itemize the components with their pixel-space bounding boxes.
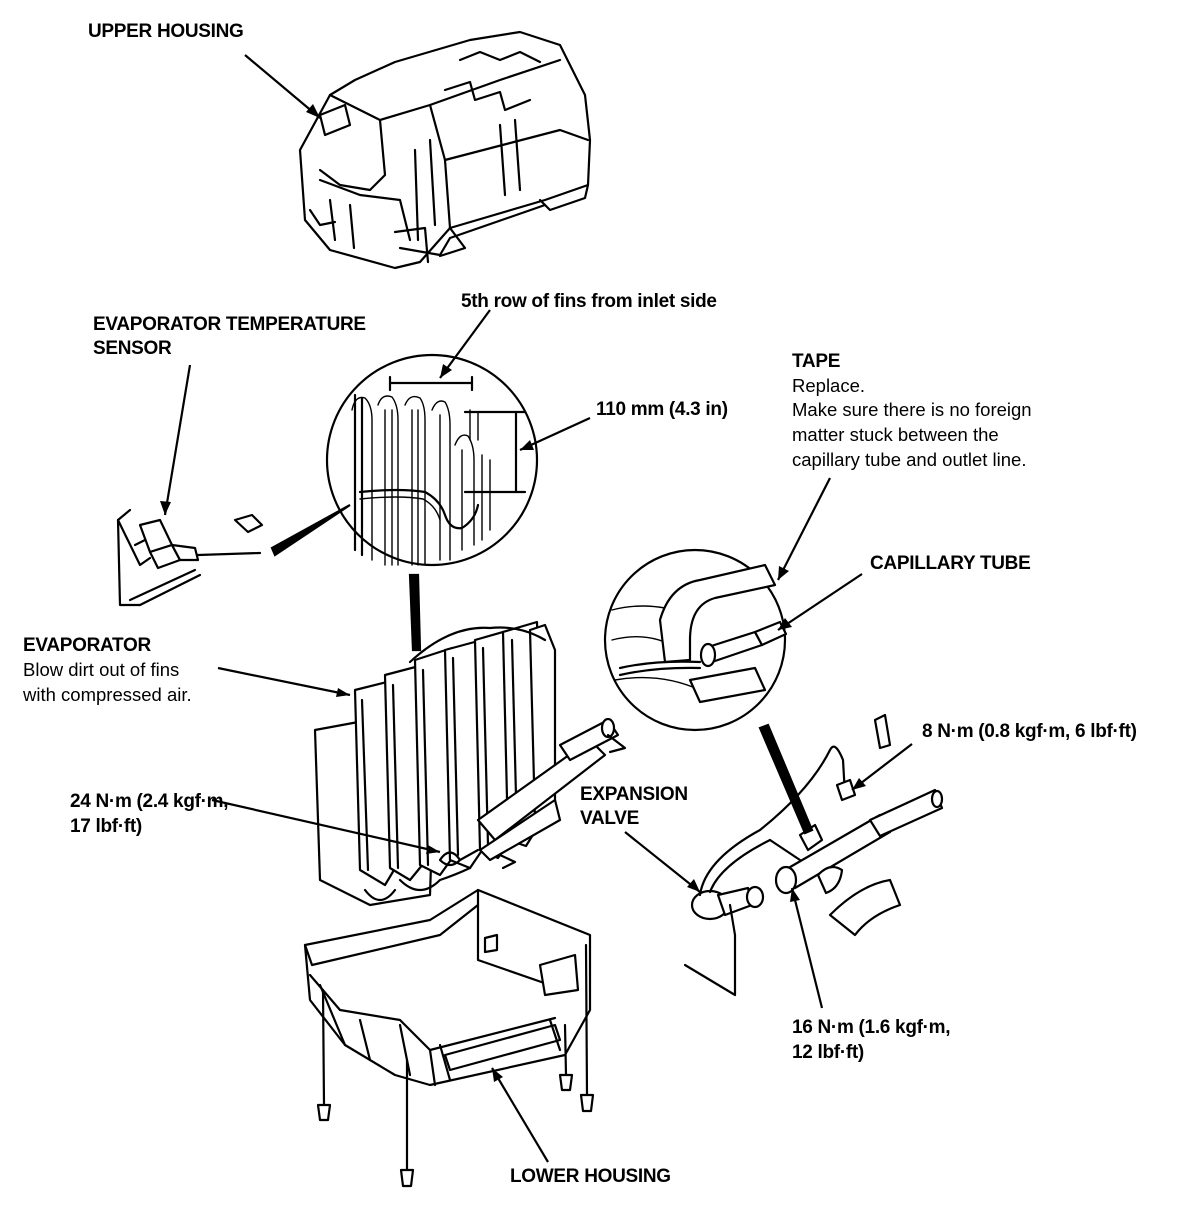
fins-row-label: 5th row of fins from inlet side [461,291,717,312]
evaporator-note-line1: Blow dirt out of fins [23,659,180,680]
sensor-label-line1: EVAPORATOR TEMPERATURE [93,314,366,335]
lower-housing-label: LOWER HOUSING [510,1166,671,1187]
fin-detail-circle [325,353,539,567]
tape-note-line4: capillary tube and outlet line. [792,449,1027,470]
housing-screws [316,943,595,1188]
expansion-valve-label-line1: EXPANSION [580,784,688,805]
tape-note-line3: matter stuck between the [792,424,999,445]
torque-24-label-line1: 24 N·m (2.4 kgf·m, [70,791,229,812]
torque-16-label-line2: 12 lbf·ft) [792,1042,864,1063]
evaporator-note-line2: with compressed air. [23,684,192,705]
torque-24-label-line2: 17 lbf·ft) [70,816,142,837]
leader-lines [160,54,913,1163]
upper-housing-label: UPPER HOUSING [88,21,244,42]
dimension-label: 110 mm (4.3 in) [596,399,728,420]
evaporator-core-part [313,620,620,907]
upper-housing-part [298,30,592,270]
torque-8-label: 8 N·m (0.8 kgf·m, 6 lbf·ft) [922,721,1137,742]
expansion-valve-part [690,713,944,937]
temperature-sensor-part [116,508,264,607]
tape-detail-circle [603,548,788,732]
lower-housing-part [303,888,592,1087]
torque-16-label-line1: 16 N·m (1.6 kgf·m, [792,1017,951,1038]
evaporator-title-label: EVAPORATOR [23,635,151,656]
sensor-label-line2: SENSOR [93,338,172,359]
expansion-valve-label-line2: VALVE [580,808,640,829]
tape-title-label: TAPE [792,351,841,372]
tape-note-line2: Make sure there is no foreign [792,399,1032,420]
capillary-tube-label: CAPILLARY TUBE [870,553,1031,574]
tape-note-line1: Replace. [792,375,866,396]
reference-arrows [498,733,737,997]
